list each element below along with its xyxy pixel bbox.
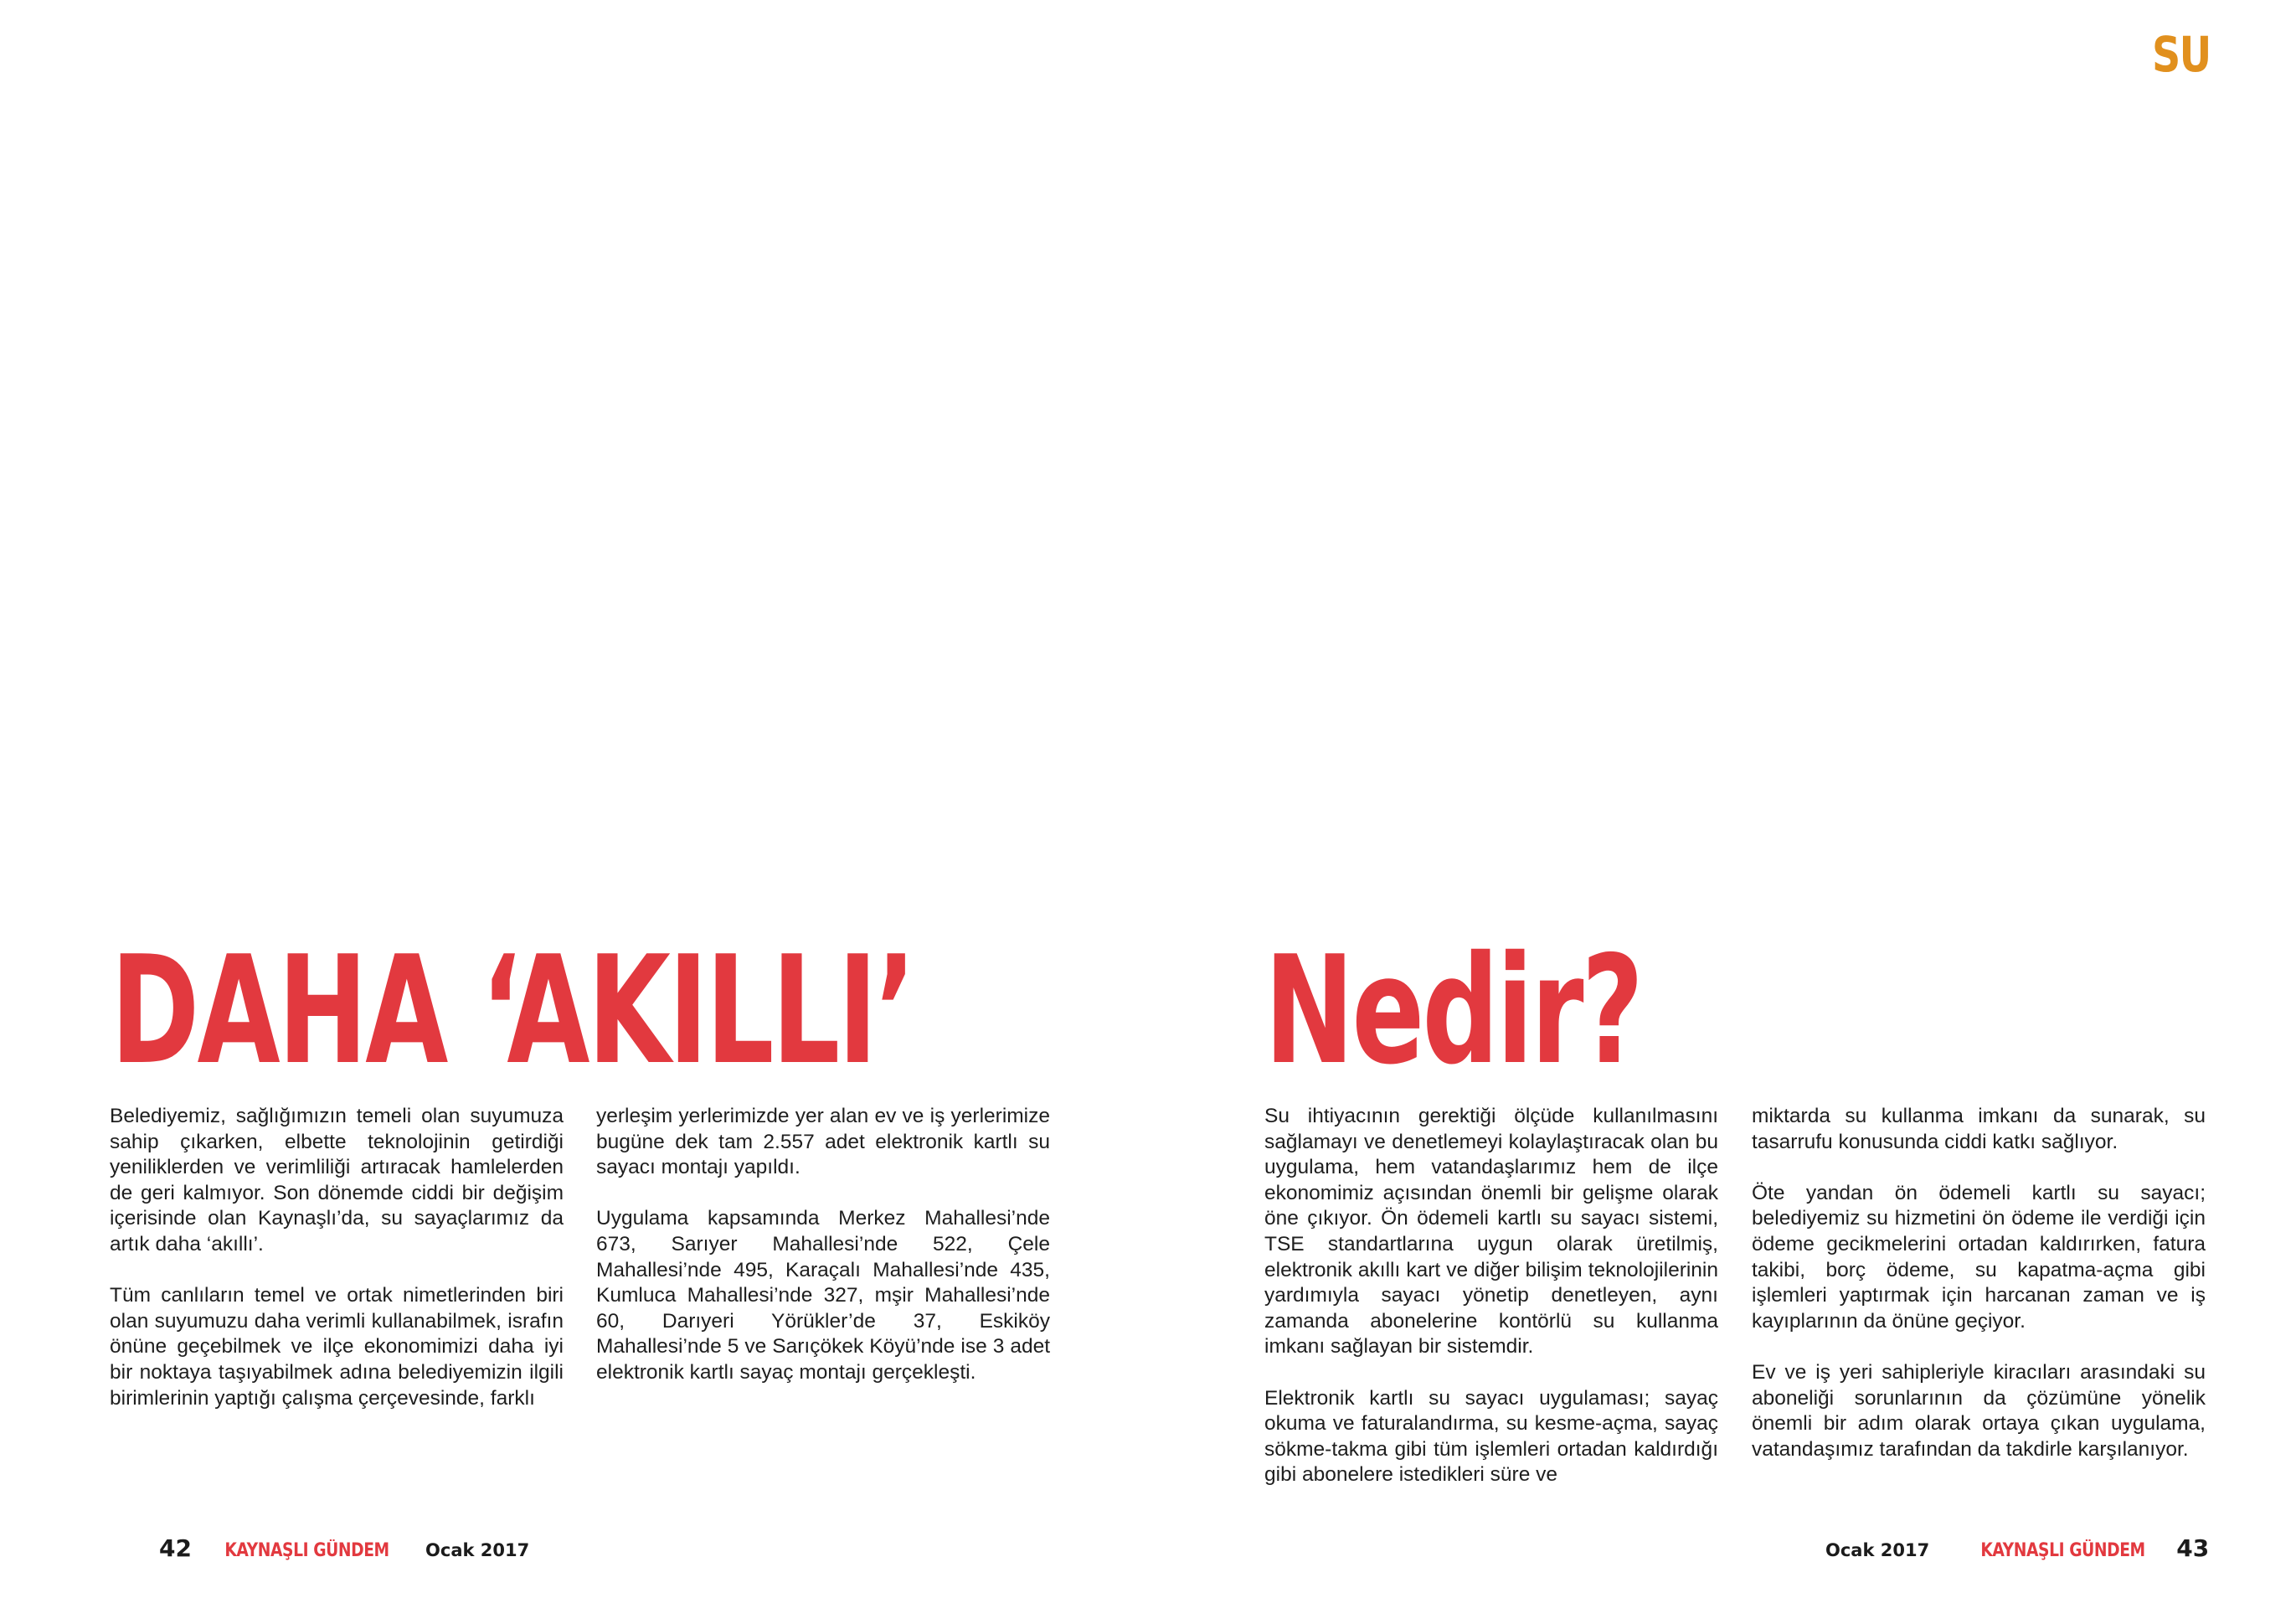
paragraph: Belediyemiz, sağlığımızın temeli olan su… xyxy=(110,1105,564,1255)
page-number: 43 xyxy=(2176,1534,2210,1562)
issue-date: Ocak 2017 xyxy=(1825,1540,1930,1560)
text-column-4: miktarda su kullanma imkanı da sunarak, … xyxy=(1752,1104,2206,1462)
footer-right: Ocak 2017 KAYNAŞLI GÜNDEM 43 xyxy=(1825,1534,2209,1568)
page-number: 42 xyxy=(159,1534,192,1562)
issue-date: Ocak 2017 xyxy=(425,1540,530,1560)
paragraph: Ev ve iş yeri sahipleriyle kiracıları ar… xyxy=(1752,1360,2206,1461)
footer-left: 42 KAYNAŞLI GÜNDEM Ocak 2017 xyxy=(159,1534,529,1568)
headline-left: DAHA ‘AKILLI’ xyxy=(111,924,916,1097)
magazine-name: KAYNAŞLI GÜNDEM xyxy=(224,1540,389,1561)
paragraph: Uygulama kapsamında Merkez Mahallesi’nde… xyxy=(596,1207,1050,1384)
paragraph: Elektronik kartlı su sayacı uygulaması; … xyxy=(1264,1386,1718,1487)
magazine-name: KAYNAŞLI GÜNDEM xyxy=(1980,1540,2146,1561)
text-column-2: yerleşim yerlerimizde yer alan ev ve iş … xyxy=(596,1104,1050,1386)
section-tag: SU xyxy=(2152,26,2211,83)
paragraph: Su ihtiyacının gerektiği ölçüde kullanıl… xyxy=(1264,1105,1718,1358)
paragraph: yerleşim yerlerimizde yer alan ev ve iş … xyxy=(596,1105,1050,1179)
paragraph: miktarda su kullanma imkanı da sunarak, … xyxy=(1752,1105,2206,1153)
text-column-3: Su ihtiyacının gerektiği ölçüde kullanıl… xyxy=(1264,1104,1718,1488)
text-column-1: Belediyemiz, sağlığımızın temeli olan su… xyxy=(110,1104,564,1411)
paragraph: Öte yandan ön ödemeli kartlı su sayacı; … xyxy=(1752,1181,2206,1333)
paragraph: Tüm canlıların temel ve ortak nimetlerin… xyxy=(110,1284,564,1410)
headline-right: Nedir? xyxy=(1264,924,1644,1097)
